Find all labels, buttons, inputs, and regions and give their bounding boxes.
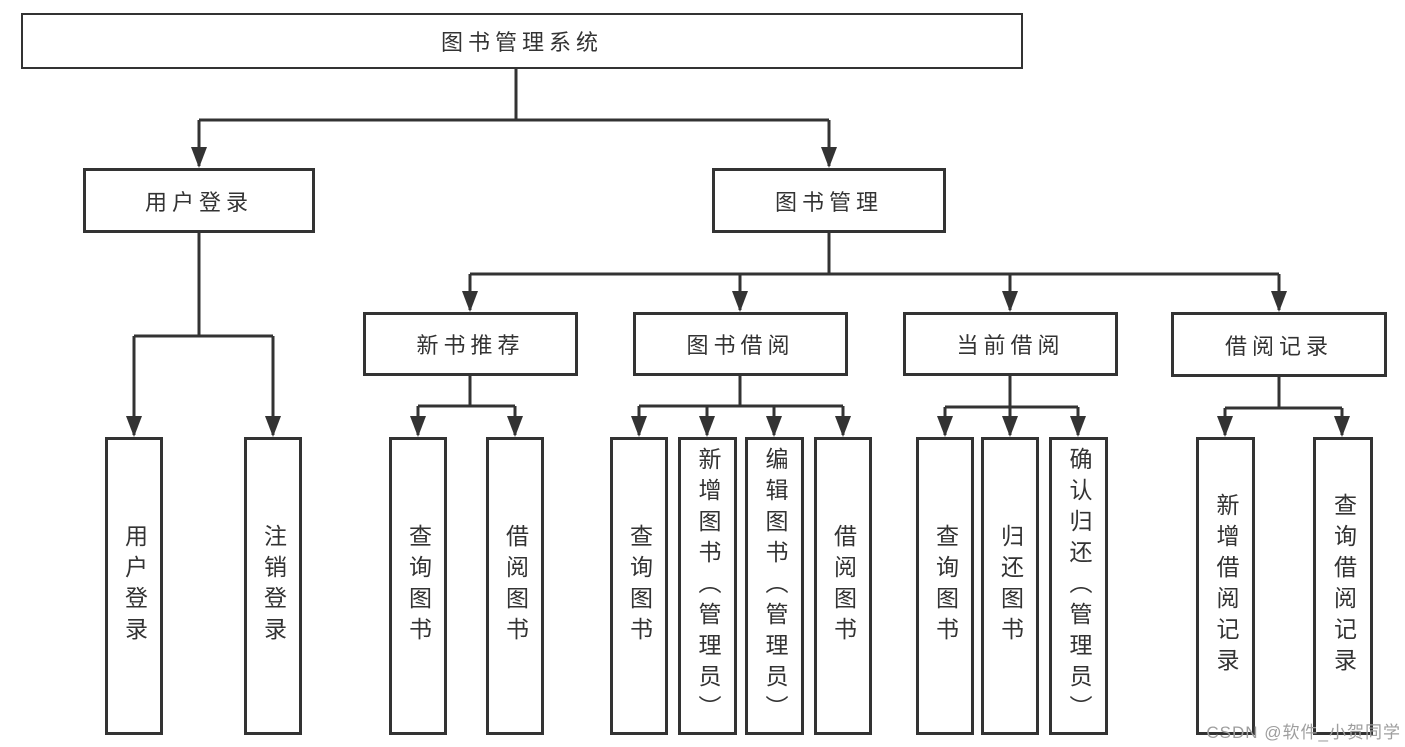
- leaf-label: 确认归还（管理员）: [1066, 446, 1092, 726]
- leaf-query-borrow-record: 查询借阅记录: [1313, 437, 1373, 735]
- leaf-label: 新增借阅记录: [1213, 493, 1239, 679]
- arrowhead: [1002, 416, 1018, 437]
- arrowhead: [1217, 416, 1233, 437]
- arrowhead: [1334, 416, 1350, 437]
- node-label: 借阅记录: [1224, 333, 1333, 359]
- leaf-label: 查询图书: [405, 524, 432, 648]
- arrowhead: [1271, 291, 1287, 312]
- leaf-confirm-return-admin: 确认归还（管理员）: [1049, 437, 1108, 735]
- node-book-borrow: 图书借阅: [633, 312, 848, 376]
- leaf-user-login: 用户登录: [105, 437, 163, 735]
- leaf-query-book-borrow: 查询图书: [610, 437, 668, 735]
- arrowhead: [1002, 291, 1018, 312]
- arrowhead: [462, 291, 478, 312]
- arrowhead: [631, 416, 647, 437]
- node-label: 当前借阅: [956, 333, 1065, 358]
- connector-bookmgmt-to-level3: [468, 233, 1281, 310]
- leaf-query-book-current: 查询图书: [916, 437, 974, 735]
- connector-records-to-leaves: [1223, 377, 1344, 435]
- arrowhead: [1070, 416, 1086, 437]
- node-label: 图书管理: [774, 189, 883, 215]
- arrowhead: [835, 416, 851, 437]
- node-current-borrow: 当前借阅: [903, 312, 1118, 376]
- leaf-borrow-book-borrow: 借阅图书: [814, 437, 872, 735]
- node-label: 新书推荐: [416, 333, 525, 358]
- arrowhead: [732, 291, 748, 312]
- leaf-add-book-admin: 新增图书（管理员）: [678, 437, 737, 735]
- leaf-edit-book-admin: 编辑图书（管理员）: [745, 437, 804, 735]
- arrowhead: [191, 147, 207, 168]
- leaf-add-borrow-record: 新增借阅记录: [1196, 437, 1255, 735]
- leaf-label: 注销登录: [260, 524, 287, 648]
- arrowhead: [410, 416, 426, 437]
- node-book-management: 图书管理: [712, 168, 946, 233]
- connector-login-to-leaves: [132, 233, 275, 435]
- leaf-query-book-newbook: 查询图书: [389, 437, 447, 735]
- leaf-label: 查询图书: [932, 524, 959, 648]
- leaf-return-book: 归还图书: [981, 437, 1039, 735]
- leaf-label: 查询图书: [626, 524, 653, 648]
- connector-borrow-to-leaves: [637, 376, 845, 435]
- leaf-label: 编辑图书（管理员）: [762, 446, 788, 726]
- connector-root-to-level2: [197, 69, 831, 166]
- leaf-label: 查询借阅记录: [1330, 493, 1357, 679]
- arrowheads: [126, 147, 1350, 437]
- leaf-borrow-book-newbook: 借阅图书: [486, 437, 544, 735]
- leaf-label: 归还图书: [997, 524, 1024, 648]
- node-library-management-system: 图书管理系统: [21, 13, 1023, 69]
- leaf-label: 用户登录: [121, 524, 148, 648]
- leaf-label: 借阅图书: [830, 524, 857, 648]
- arrowhead: [937, 416, 953, 437]
- node-label: 图书管理系统: [440, 30, 603, 55]
- arrowhead: [126, 416, 142, 437]
- arrowhead: [821, 147, 837, 168]
- arrowhead: [766, 416, 782, 437]
- node-borrow-records: 借阅记录: [1171, 312, 1387, 377]
- node-new-book-recommend: 新书推荐: [363, 312, 578, 376]
- leaf-logout: 注销登录: [244, 437, 302, 735]
- connector-newbook-to-leaves: [416, 376, 517, 435]
- node-label: 用户登录: [144, 189, 253, 215]
- arrowhead: [699, 416, 715, 437]
- leaf-label: 新增图书（管理员）: [695, 446, 721, 726]
- node-user-login-branch: 用户登录: [83, 168, 315, 233]
- node-label: 图书借阅: [686, 333, 795, 358]
- leaf-label: 借阅图书: [502, 524, 529, 648]
- arrowhead: [265, 416, 281, 437]
- csdn-watermark: CSDN @软件_小贺同学: [1206, 723, 1401, 742]
- arrowhead: [507, 416, 523, 437]
